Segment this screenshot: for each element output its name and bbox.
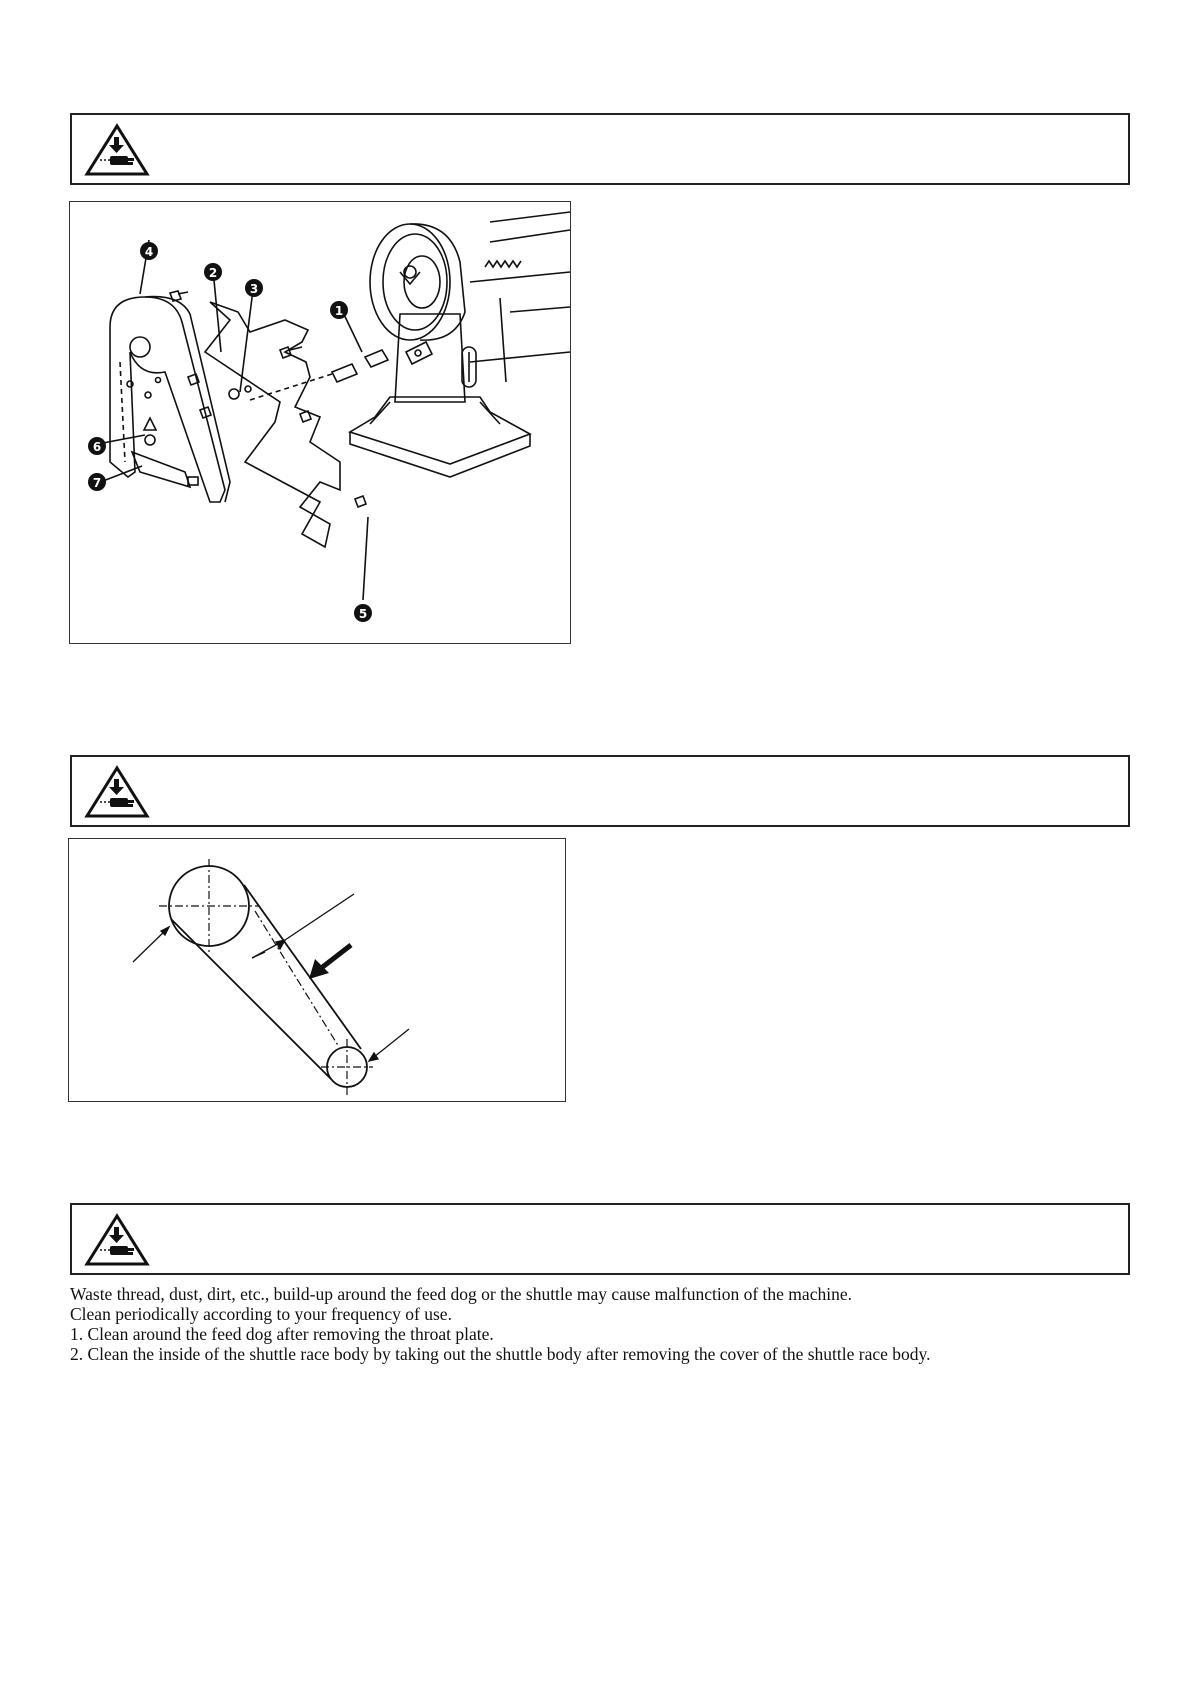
svg-text:4: 4 (145, 245, 153, 259)
warning-box (70, 1203, 1130, 1275)
cleaning-instructions: Waste thread, dust, dirt, etc., build-up… (70, 1284, 1150, 1364)
cleaning-step-1: 1. Clean around the feed dog after remov… (70, 1324, 494, 1344)
svg-text:1: 1 (335, 304, 343, 318)
cleaning-step-2: 2. Clean the inside of the shuttle race … (70, 1344, 931, 1364)
svg-text:7: 7 (93, 476, 101, 490)
callout-4: 4 (140, 242, 158, 260)
belt-tension-diagram (132, 859, 410, 1097)
belt-cover-diagram: 1 2 3 4 5 6 7 (88, 211, 571, 622)
svg-text:6: 6 (93, 440, 101, 454)
callout-5: 5 (354, 604, 372, 622)
callout-labels: 1 2 3 4 5 6 7 (88, 242, 372, 622)
callout-3: 3 (245, 279, 263, 297)
belt-cover-exploded-figure: 1 2 3 4 5 6 7 (69, 201, 571, 644)
cleaning-intro: Waste thread, dust, dirt, etc., build-up… (70, 1284, 852, 1304)
belt-tension-figure (68, 838, 566, 1102)
push-arrow-icon (309, 943, 353, 979)
callout-6: 6 (88, 437, 106, 455)
svg-text:2: 2 (209, 266, 217, 280)
warning-box (70, 113, 1130, 185)
callout-1: 1 (330, 301, 348, 319)
hand-crush-warning-icon (84, 1213, 150, 1266)
svg-text:5: 5 (359, 607, 367, 621)
cleaning-frequency: Clean periodically according to your fre… (70, 1304, 452, 1324)
svg-text:3: 3 (250, 282, 258, 296)
hand-crush-warning-icon (84, 765, 150, 818)
callout-7: 7 (88, 473, 106, 491)
hand-crush-warning-icon (84, 123, 150, 176)
callout-2: 2 (204, 263, 222, 281)
warning-box (70, 755, 1130, 827)
